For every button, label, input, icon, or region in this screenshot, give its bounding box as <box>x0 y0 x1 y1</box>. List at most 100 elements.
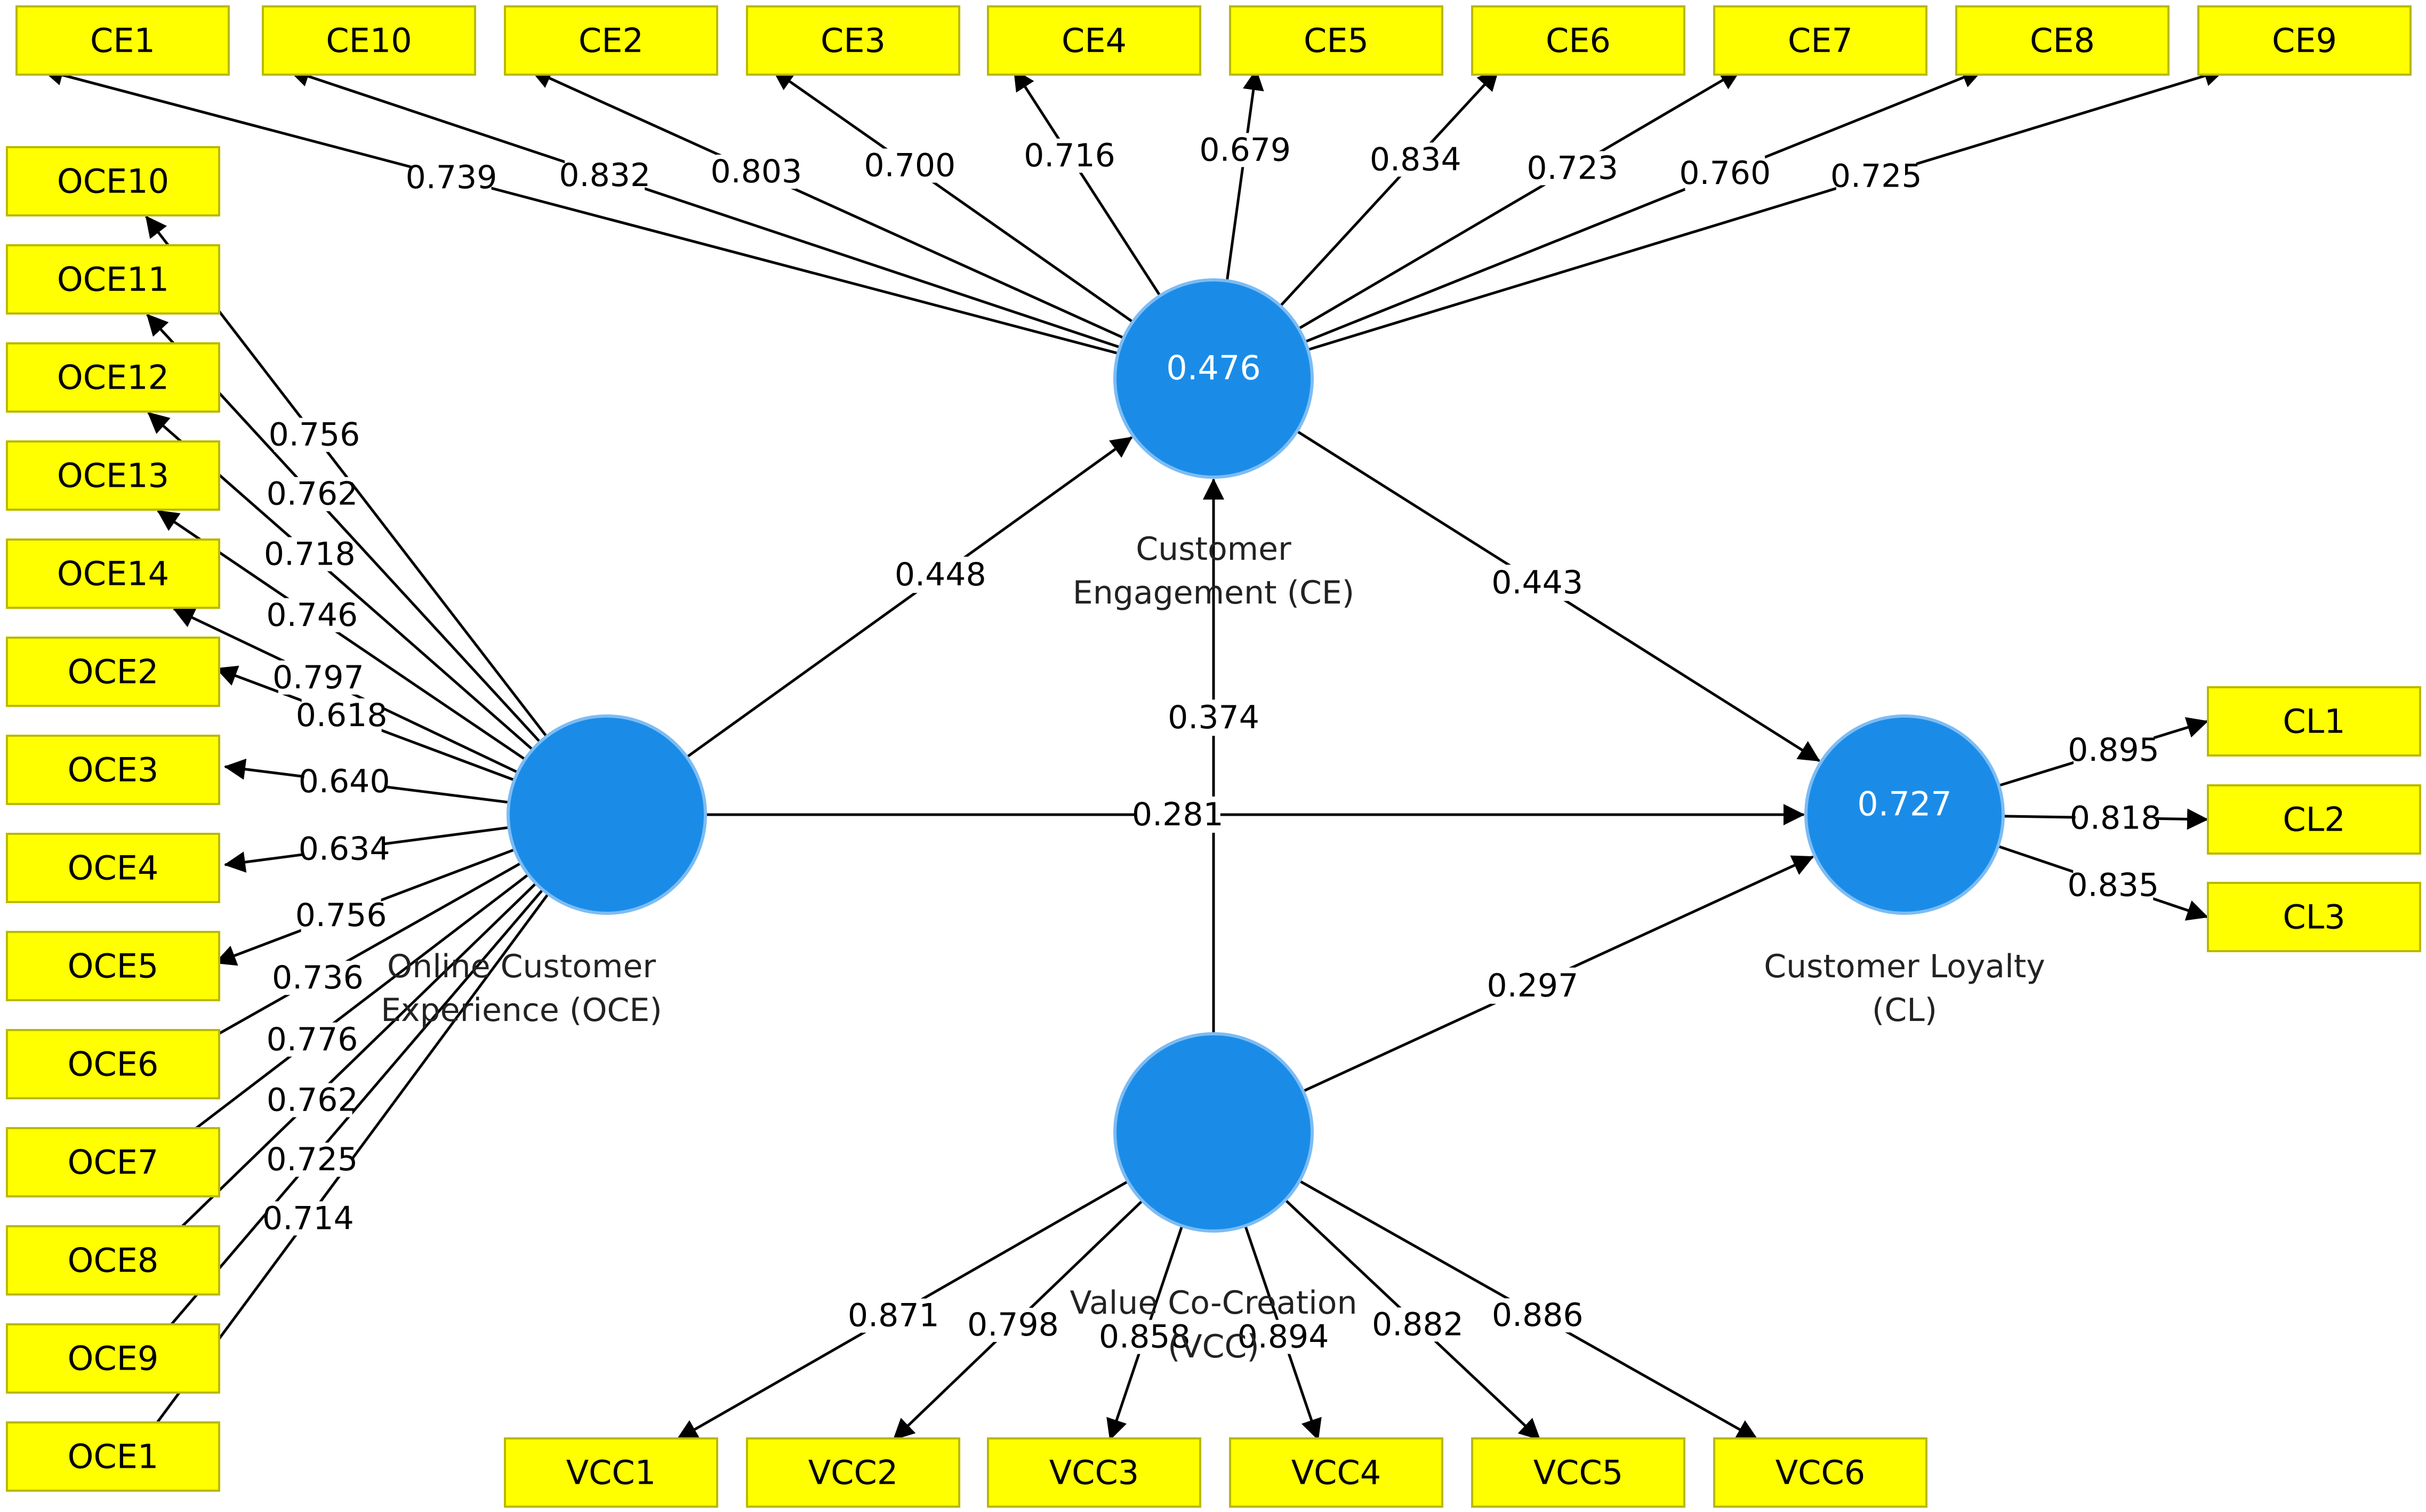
loading-arrow-ce3 <box>772 68 1134 323</box>
path-label-bg-ce-to-cl <box>1495 565 1580 601</box>
loading-label-bg-vcc1 <box>853 1298 934 1333</box>
construct-name-cl-line-1: Customer Loyalty <box>1764 948 2045 985</box>
indicator-label-vcc4: VCC4 <box>1291 1453 1381 1492</box>
construct-circle-cl <box>1804 714 2005 915</box>
loading-label-bg-oce13 <box>272 598 352 632</box>
indicator-label-oce12: OCE12 <box>57 358 169 397</box>
indicator-box-cl1 <box>2207 686 2421 757</box>
indicator-ce7: CE7 <box>1713 5 1927 76</box>
construct-circle-ce <box>1113 278 1314 479</box>
indicator-label-oce4: OCE4 <box>68 849 159 888</box>
indicator-box-oce10 <box>6 146 220 216</box>
indicator-oce11: OCE11 <box>6 244 220 315</box>
indicator-oce14: OCE14 <box>6 538 220 609</box>
indicator-box-ce8 <box>1955 5 2170 76</box>
loading-value-oce9: 0.725 <box>266 1141 358 1178</box>
indicator-box-oce8 <box>6 1225 220 1296</box>
indicator-label-oce1: OCE1 <box>68 1437 159 1476</box>
loading-label-bg-ce7 <box>1532 151 1613 186</box>
path-label-bg-vcc-to-cl <box>1490 967 1576 1004</box>
path-label-bg-vcc-to-ce <box>1171 699 1256 736</box>
loading-value-oce14: 0.797 <box>272 659 364 696</box>
loading-arrow-ce7 <box>1298 68 1741 330</box>
indicator-label-oce3: OCE3 <box>68 751 159 790</box>
indicator-ce5: CE5 <box>1229 5 1443 76</box>
indicator-label-vcc1: VCC1 <box>566 1453 656 1492</box>
indicator-oce3: OCE3 <box>6 735 220 805</box>
loading-label-bg-oce2 <box>301 698 382 733</box>
indicator-label-ce3: CE3 <box>821 21 886 60</box>
loading-arrow-ce6 <box>1279 69 1499 307</box>
loading-value-ce7: 0.723 <box>1527 149 1618 187</box>
indicator-oce13: OCE13 <box>6 440 220 511</box>
loading-label-bg-oce7 <box>272 1022 352 1057</box>
indicator-cl2: CL2 <box>2207 784 2421 855</box>
loading-label-bg-oce6 <box>277 961 358 995</box>
loading-arrow-ce9 <box>1307 65 2226 351</box>
loading-value-oce13: 0.746 <box>266 597 358 634</box>
indicator-label-ce8: CE8 <box>2030 21 2095 60</box>
indicator-ce8: CE8 <box>1955 5 2170 76</box>
indicator-box-oce13 <box>6 440 220 511</box>
indicator-label-ce1: CE1 <box>90 21 155 60</box>
loading-label-bg-cl1 <box>2073 733 2154 768</box>
loading-arrow-ce1 <box>42 65 1119 355</box>
indicator-vcc4: VCC4 <box>1229 1437 1443 1508</box>
indicator-ce3: CE3 <box>746 5 960 76</box>
indicator-box-oce6 <box>6 1029 220 1099</box>
indicator-vcc3: VCC3 <box>987 1437 1201 1508</box>
indicator-box-vcc3 <box>987 1437 1201 1508</box>
loading-label-bg-oce5 <box>301 898 381 932</box>
construct-name-oce-line-2: Experience (OCE) <box>381 992 662 1029</box>
loading-label-bg-ce9 <box>1836 159 1916 194</box>
loading-arrow-ce2 <box>530 68 1124 340</box>
loading-value-cl3: 0.835 <box>2067 866 2159 904</box>
indicator-oce1: OCE1 <box>6 1421 220 1492</box>
loading-value-oce11: 0.762 <box>267 476 358 513</box>
indicator-box-oce4 <box>6 833 220 903</box>
loading-value-ce9: 0.725 <box>1830 157 1922 195</box>
indicator-cl1: CL1 <box>2207 686 2421 757</box>
indicator-oce5: OCE5 <box>6 931 220 1001</box>
loading-arrow-oce7 <box>155 873 529 1160</box>
loading-value-ce5: 0.679 <box>1199 131 1291 168</box>
path-label-bg-oce-to-cl <box>1135 797 1220 833</box>
path-coefficient-oce-to-ce: 0.448 <box>895 556 986 593</box>
loading-value-ce1: 0.739 <box>406 159 497 196</box>
indicator-label-ce4: CE4 <box>1062 21 1127 60</box>
indicator-label-cl1: CL1 <box>2283 702 2345 741</box>
indicator-label-vcc2: VCC2 <box>808 1453 898 1492</box>
indicator-box-ce5 <box>1229 5 1443 76</box>
construct-vcc: Value Co-Creation(VCC) <box>1070 1032 1357 1365</box>
loading-value-oce1: 0.714 <box>262 1200 354 1237</box>
indicator-ce4: CE4 <box>987 5 1201 76</box>
loading-value-ce4: 0.716 <box>1024 137 1115 174</box>
loading-value-oce10: 0.756 <box>269 416 360 454</box>
loading-label-bg-oce1 <box>268 1201 348 1236</box>
loading-value-ce8: 0.760 <box>1679 155 1771 192</box>
construct-name-ce-line-2: Engagement (CE) <box>1073 574 1354 612</box>
indicator-ce1: CE1 <box>15 5 230 76</box>
indicator-label-ce10: CE10 <box>326 21 412 60</box>
loading-value-vcc3: 0.858 <box>1099 1318 1191 1356</box>
indicator-box-oce5 <box>6 931 220 1001</box>
construct-name-vcc-line-2: (VCC) <box>1168 1328 1259 1365</box>
loading-label-bg-ce1 <box>411 160 492 195</box>
indicator-box-oce12 <box>6 342 220 413</box>
indicator-label-ce5: CE5 <box>1304 21 1369 60</box>
loading-value-ce6: 0.834 <box>1370 141 1461 178</box>
construct-name-oce-line-1: Online Customer <box>387 948 656 985</box>
loading-value-vcc6: 0.886 <box>1492 1297 1584 1334</box>
loading-value-vcc1: 0.871 <box>848 1297 939 1334</box>
loading-label-bg-cl2 <box>2075 801 2156 835</box>
indicator-label-oce7: OCE7 <box>68 1143 159 1182</box>
construct-circle-vcc <box>1113 1032 1314 1233</box>
indicator-ce10: CE10 <box>262 5 476 76</box>
indicator-box-oce7 <box>6 1127 220 1197</box>
indicator-box-oce11 <box>6 244 220 315</box>
loading-value-oce7: 0.776 <box>267 1021 358 1058</box>
loading-label-bg-vcc6 <box>1497 1298 1578 1333</box>
loading-label-bg-ce5 <box>1205 133 1286 167</box>
